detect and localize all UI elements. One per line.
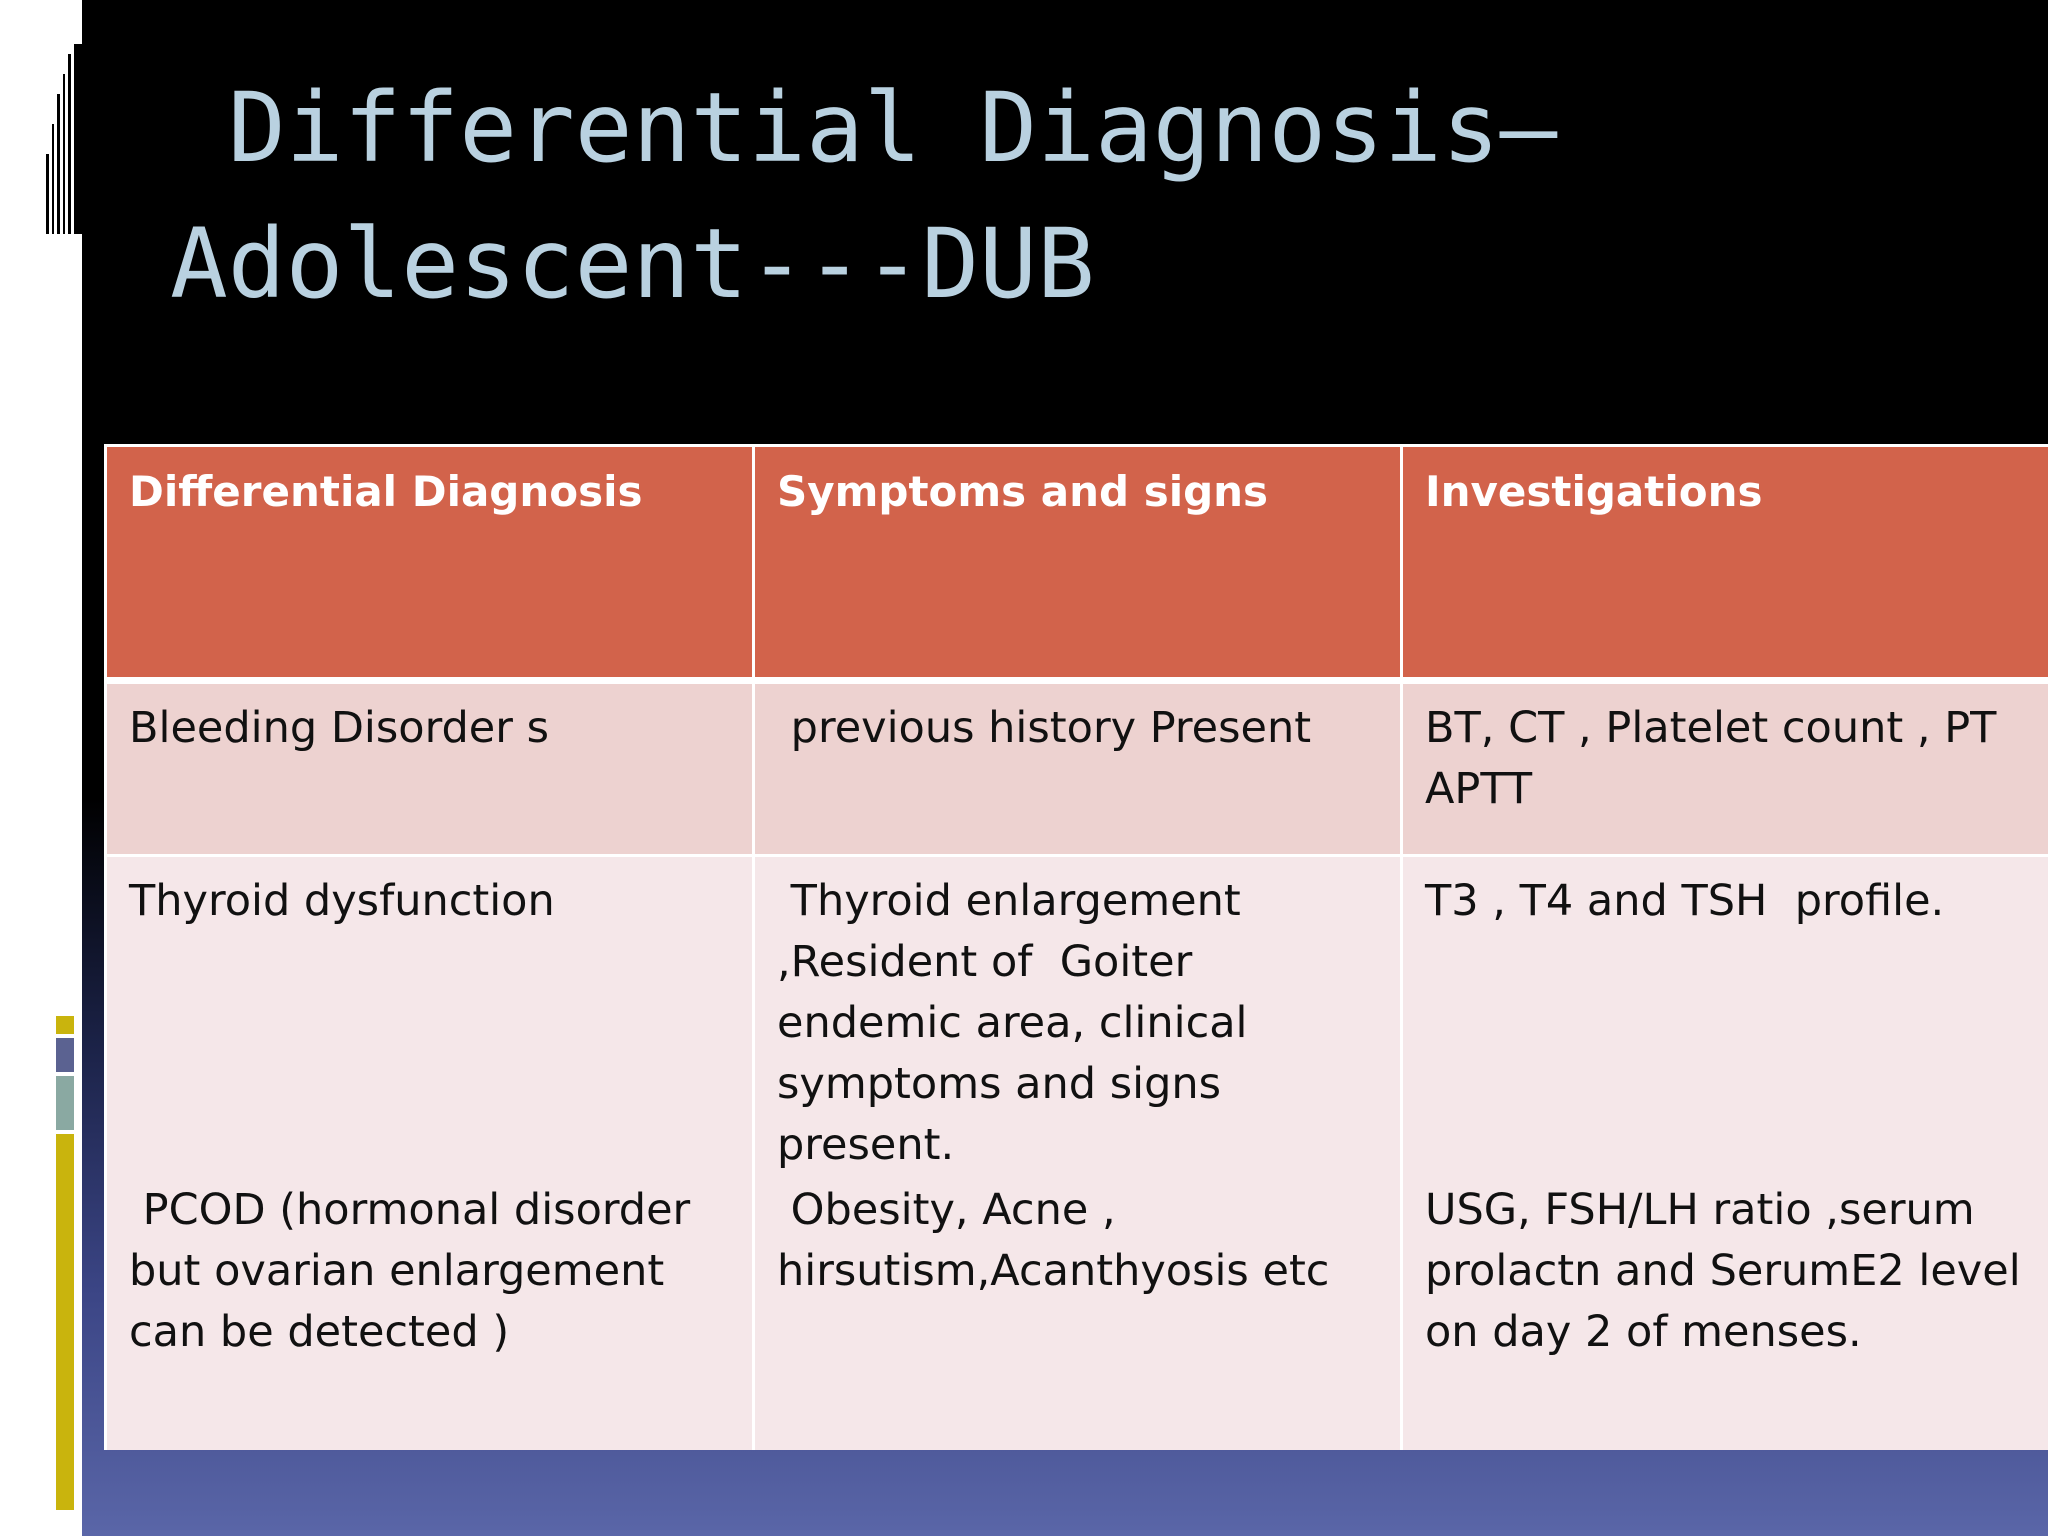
- diagnosis-cell: Thyroid dysfunction: [104, 854, 755, 1176]
- investigations-cell: BT, CT , Platelet count , PT APTT: [1400, 677, 2048, 857]
- symptoms-cell: Thyroid enlargement ,Resident of Goiter …: [752, 854, 1403, 1176]
- header-investigations: Investigations: [1400, 444, 2048, 682]
- diagnosis-cell: PCOD (hormonal disorder but ovarian enla…: [104, 1176, 755, 1450]
- investigations-cell: USG, FSH/LH ratio ,serum prolactn and Se…: [1400, 1176, 2048, 1450]
- symptoms-cell: previous history Present: [752, 677, 1403, 857]
- header-symptoms-and-signs: Symptoms and signs: [752, 444, 1403, 682]
- table-header-row: Differential Diagnosis Symptoms and sign…: [104, 444, 2048, 682]
- header-differential-diagnosis: Differential Diagnosis: [104, 444, 755, 682]
- diagnosis-cell: Bleeding Disorder s: [104, 677, 755, 857]
- decorative-lines: [46, 44, 82, 234]
- table-row: PCOD (hormonal disorder but ovarian enla…: [104, 1176, 2048, 1450]
- table-row: Thyroid dysfunction Thyroid enlargement …: [104, 854, 2048, 1176]
- slide-title: Differential Diagnosis— Adolescent---DUB: [170, 60, 1970, 332]
- investigations-cell: T3 , T4 and TSH profile.: [1400, 854, 2048, 1176]
- table-row: Bleeding Disorder s previous history Pre…: [104, 677, 2048, 857]
- decorative-color-blocks: [56, 1016, 74, 1510]
- title-line-1: Differential Diagnosis—: [228, 72, 1558, 184]
- symptoms-cell: Obesity, Acne , hirsutism,Acanthyosis et…: [752, 1176, 1403, 1450]
- differential-diagnosis-table: Differential Diagnosis Symptoms and sign…: [104, 444, 2048, 1450]
- title-line-2: Adolescent---DUB: [170, 208, 1095, 320]
